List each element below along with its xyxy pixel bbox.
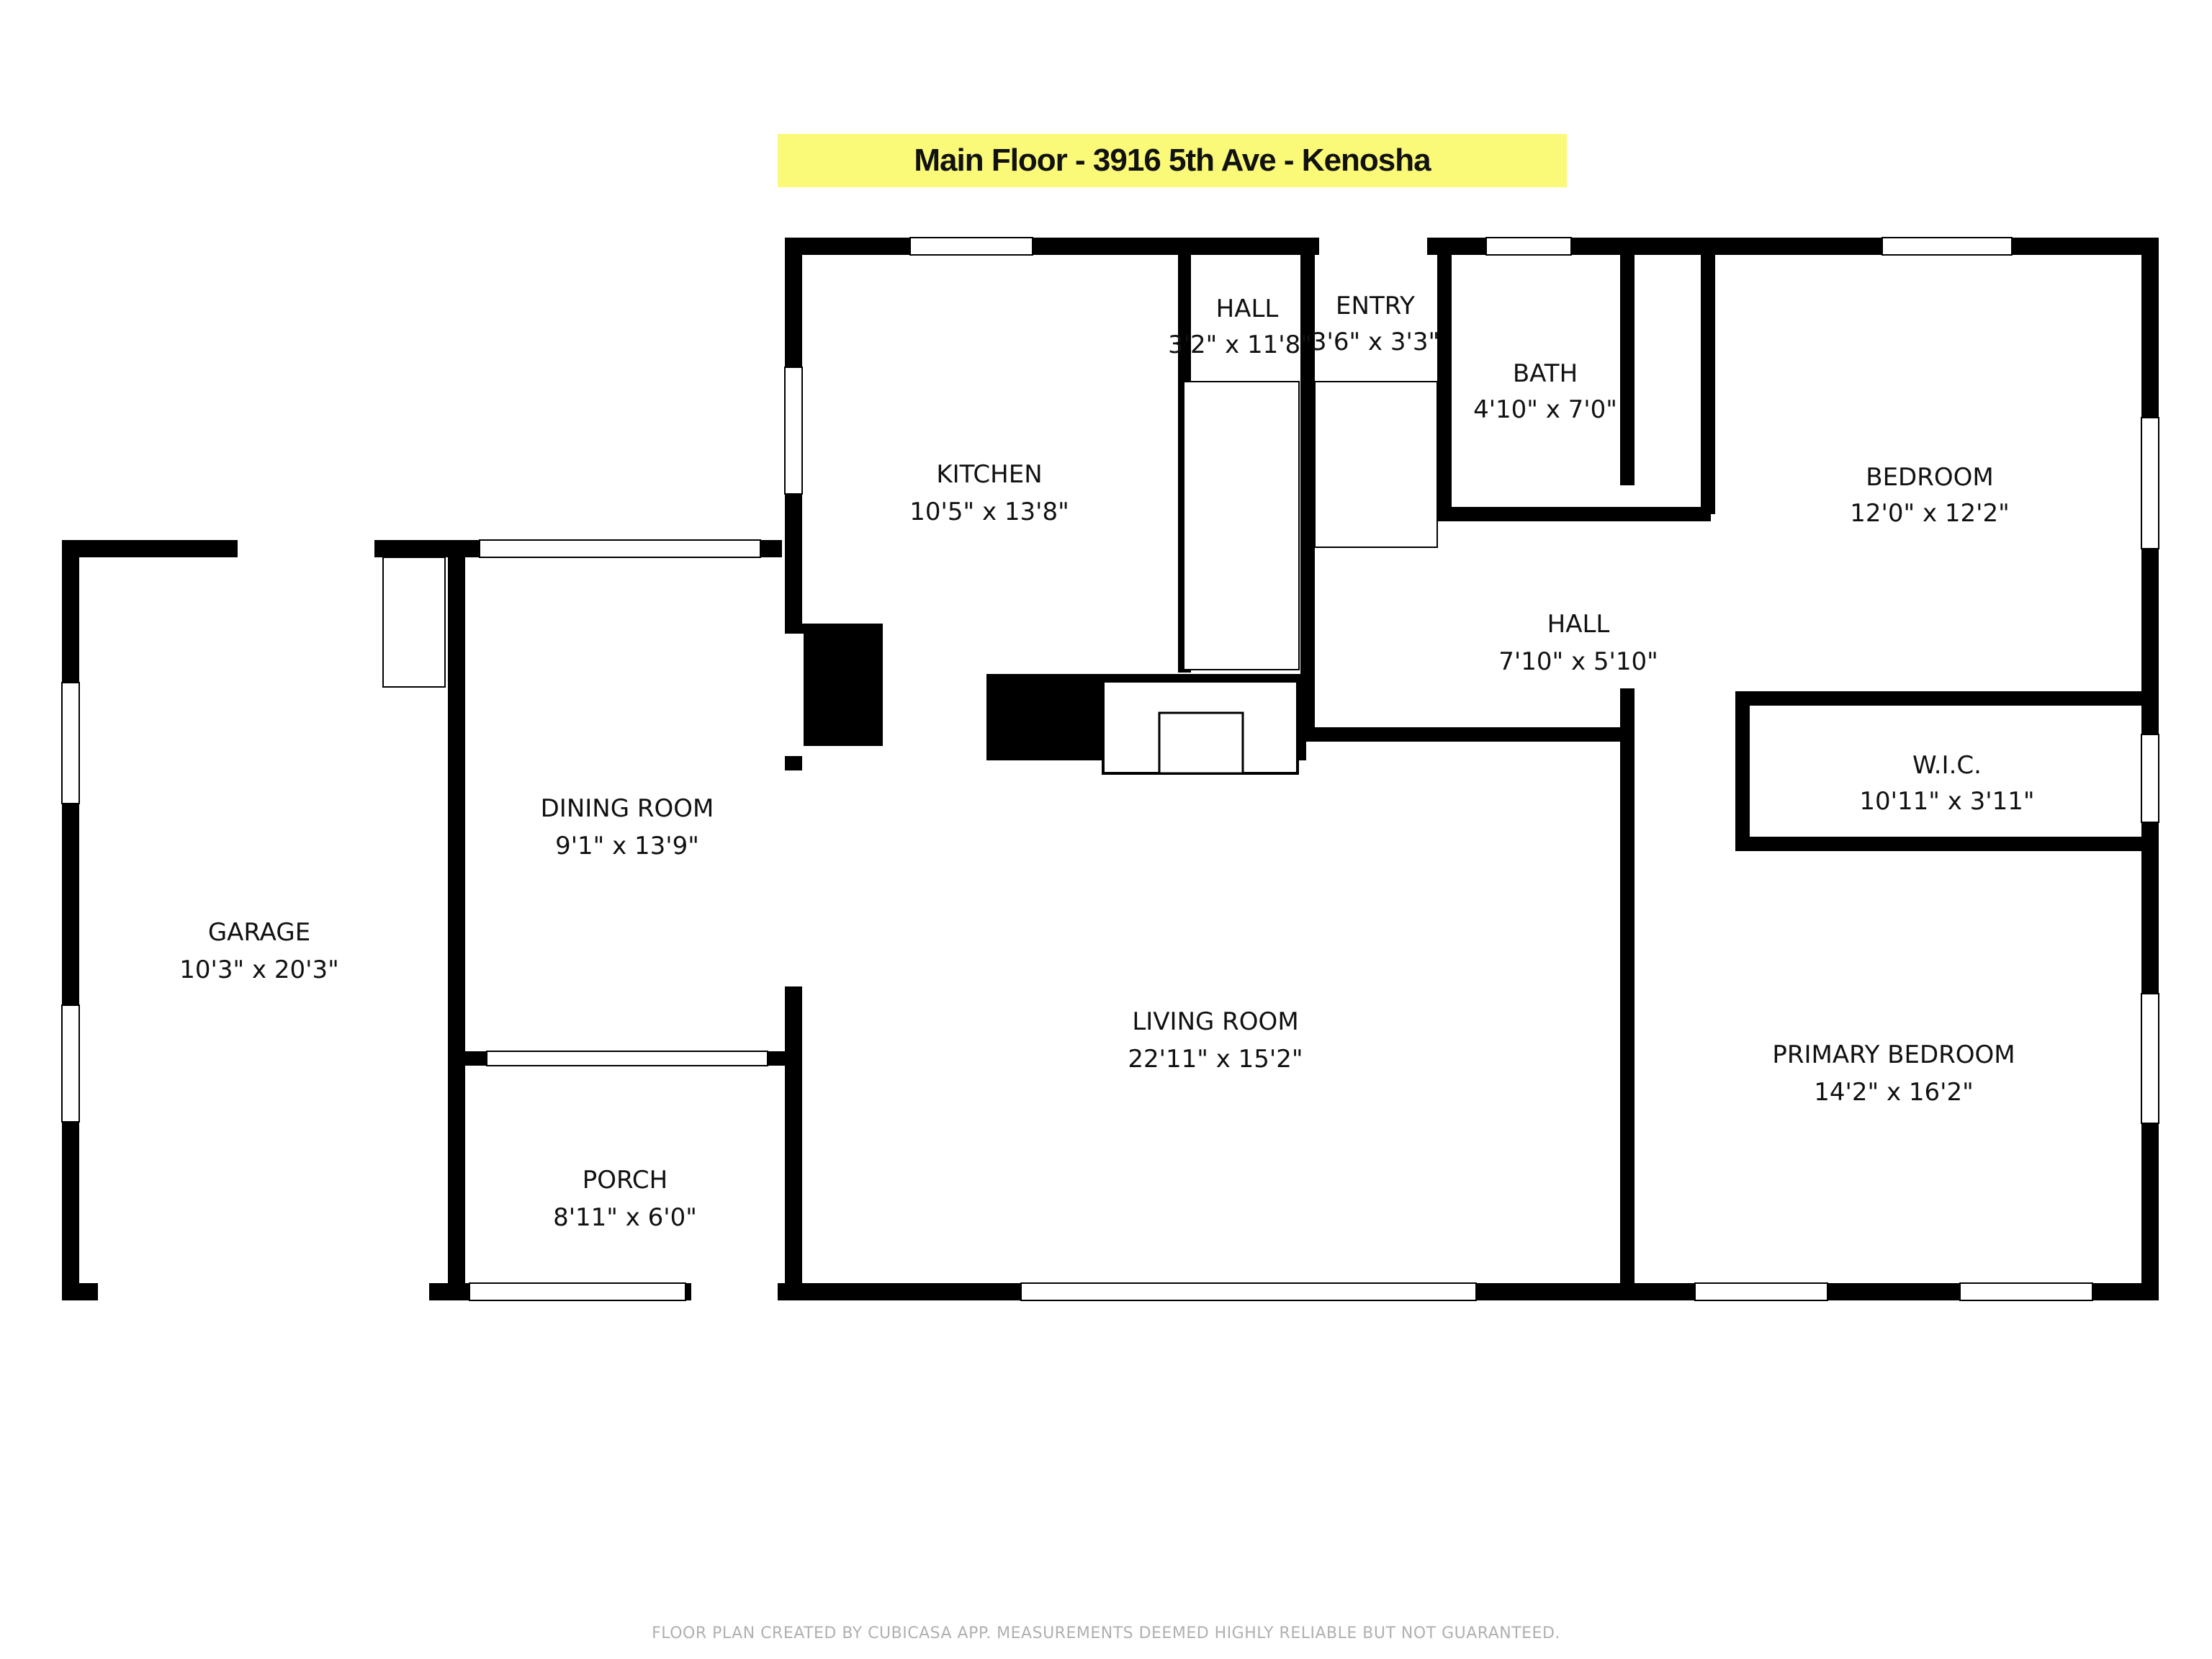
kitchen-name: KITCHEN	[936, 460, 1042, 489]
porch-name: PORCH	[583, 1166, 668, 1195]
hall-upper-name: HALL	[1216, 295, 1279, 323]
entry-size: 3'6" x 3'3"	[1311, 328, 1439, 356]
bath-name: BATH	[1513, 359, 1578, 388]
garage-size: 10'3" x 20'3"	[179, 956, 339, 984]
dining-room-size: 9'1" x 13'9"	[555, 832, 699, 860]
hall-upper-size: 3'2" x 11'8"	[1168, 331, 1312, 359]
bedroom-name: BEDROOM	[1866, 463, 1993, 492]
room-labels: GARAGE 10'3" x 20'3" DINING ROOM 9'1" x …	[179, 292, 2034, 1232]
title-banner	[778, 134, 1567, 187]
openings	[98, 236, 1427, 1302]
primary-bedroom-size: 14'2" x 16'2"	[1814, 1078, 1974, 1107]
windows	[61, 237, 2159, 1301]
stairs	[382, 381, 1438, 688]
kitchen-size: 10'5" x 13'8"	[909, 498, 1069, 526]
porch-size: 8'11" x 6'0"	[553, 1203, 697, 1232]
hall-lower-size: 7'10" x 5'10"	[1498, 647, 1658, 676]
primary-bedroom-name: PRIMARY BEDROOM	[1772, 1040, 2015, 1069]
fireplace	[1102, 680, 1299, 775]
garage-name: GARAGE	[208, 918, 310, 947]
entry-name: ENTRY	[1336, 292, 1415, 320]
wic-name: W.I.C.	[1912, 751, 1982, 780]
bedroom-size: 12'0" x 12'2"	[1850, 499, 2010, 528]
bath-size: 4'10" x 7'0"	[1473, 395, 1617, 424]
living-room-size: 22'11" x 15'2"	[1128, 1045, 1303, 1074]
footer-disclaimer: FLOOR PLAN CREATED BY CUBICASA APP. MEAS…	[652, 1624, 1560, 1642]
page-title: Main Floor - 3916 5th Ave - Kenosha	[914, 143, 1431, 178]
living-room-name: LIVING ROOM	[1132, 1007, 1298, 1036]
dining-room-name: DINING ROOM	[541, 794, 714, 823]
wic-size: 10'11" x 3'11"	[1859, 787, 2034, 816]
hall-lower-name: HALL	[1547, 610, 1610, 639]
